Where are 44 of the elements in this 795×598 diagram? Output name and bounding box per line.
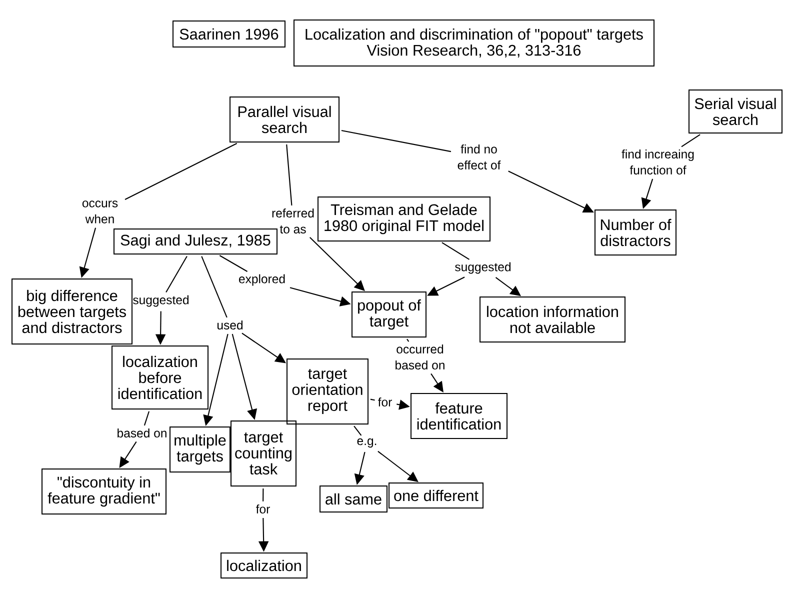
concept-box: big difference between targets and distractors xyxy=(12,278,132,344)
concept-box: target orientation report xyxy=(286,358,368,424)
connector-line xyxy=(442,242,470,260)
linking-phrase: find increaing function of xyxy=(622,150,694,174)
connector-line xyxy=(201,256,228,318)
linking-phrase: find no effect of xyxy=(458,144,501,170)
linking-phrase: occurs when xyxy=(82,200,118,224)
concept-box: "discontuity in feature gradient" xyxy=(42,468,166,514)
concept-box: localization before identification xyxy=(112,345,208,410)
connector-line xyxy=(124,142,238,200)
concept-box: popout of target xyxy=(352,292,426,338)
linking-phrase: occurred based on xyxy=(396,344,444,370)
concept-box: localization xyxy=(220,552,308,578)
concept-box: Serial visual search xyxy=(688,89,782,134)
concept-box: Parallel visual search xyxy=(230,96,340,142)
linking-phrase: suggested xyxy=(133,295,189,307)
linking-phrase: e.g. xyxy=(357,438,376,448)
concept-box: location information not available xyxy=(480,296,626,342)
linking-phrase: for xyxy=(256,504,270,514)
connector-line xyxy=(219,255,248,272)
linking-phrase: used xyxy=(218,320,243,330)
concept-box: feature identification xyxy=(410,393,508,439)
concept-box: Treisman and Gelade 1980 original FIT model xyxy=(318,196,490,242)
connector-line xyxy=(354,426,362,436)
citation-box: Saarinen 1996 xyxy=(172,20,286,48)
citation-box: Localization and discrimination of "popout" targets Vision Research, 36,2, 313-316 xyxy=(294,20,654,66)
concept-box: one different xyxy=(388,482,484,508)
linking-phrase: suggested xyxy=(455,262,511,274)
concept-box: target counting task xyxy=(230,420,296,486)
linking-phrase: based on xyxy=(118,428,166,438)
connector-line xyxy=(166,256,188,293)
concept-box: multiple targets xyxy=(170,426,230,472)
connector-line xyxy=(144,411,150,426)
connector-line xyxy=(262,488,264,502)
linking-phrase: for xyxy=(378,397,392,406)
connector-line xyxy=(341,130,452,152)
linking-phrase: explored xyxy=(239,274,285,286)
connector-line xyxy=(681,134,700,148)
concept-box: Number of distractors xyxy=(594,210,676,256)
concept-box: Sagi and Julesz, 1985 xyxy=(114,228,278,254)
connector-line xyxy=(370,398,375,401)
connector-line xyxy=(406,338,410,342)
connector-line xyxy=(286,144,292,206)
concept-box: all same xyxy=(320,486,388,512)
